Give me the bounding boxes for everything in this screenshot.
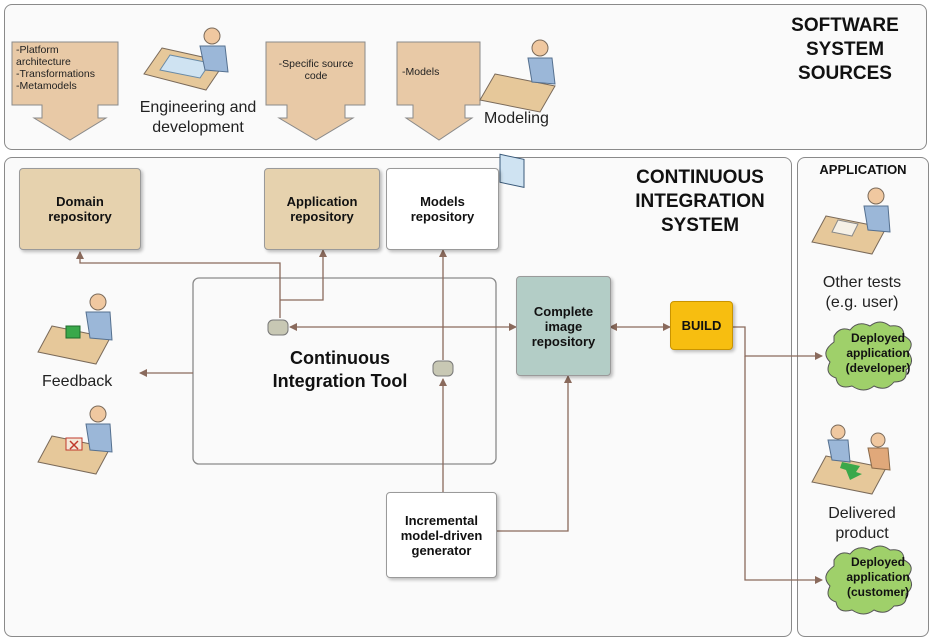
- callout-platform-shape: [11, 41, 119, 141]
- callout-source-code: -Specific source code: [278, 58, 354, 82]
- other-tests-label: Other tests (e.g. user): [822, 274, 902, 311]
- arrow-app-repo: [280, 249, 327, 301]
- delivery-icon: [811, 424, 891, 495]
- ci-title: CONTINUOUS INTEGRATION SYSTEM: [635, 167, 765, 236]
- callout-models: -Models: [402, 66, 440, 78]
- sources-title: SOFTWARE SYSTEM SOURCES: [791, 15, 899, 84]
- application-title: APPLICATION: [819, 162, 907, 177]
- arrow-build-dev: [733, 326, 823, 360]
- modeler-icon: [479, 39, 556, 188]
- deployed-customer-cloud[interactable]: Deployed application (customer): [846, 555, 910, 599]
- cloud-dev-shape: [825, 321, 912, 391]
- modeling-label: Modeling: [484, 110, 549, 127]
- arrow-generator-complete: [497, 375, 572, 532]
- arrow-build-customer: [744, 356, 823, 584]
- callout-models-shape: [396, 41, 481, 141]
- engineering-label: Engineering and development: [139, 99, 257, 136]
- build-box[interactable]: BUILD: [670, 301, 733, 350]
- feedback-label: Feedback: [42, 373, 113, 390]
- arrow-domain-repo: [76, 251, 281, 318]
- engineer-icon: [143, 27, 229, 91]
- cloud-customer-shape: [825, 545, 912, 615]
- feedback-top-icon: [37, 293, 113, 365]
- delivered-product-label: Delivered product: [828, 505, 896, 542]
- ci-tool-frame: [192, 277, 497, 465]
- feedback-bottom-icon: [37, 405, 113, 475]
- ci-tool-label: Continuous Integration Tool: [272, 348, 408, 391]
- tool-node-1: [267, 319, 289, 336]
- callout-source-shape: [265, 41, 366, 141]
- deployed-developer-cloud[interactable]: Deployed application (developer): [845, 331, 911, 375]
- tool-node-2: [432, 360, 454, 377]
- callout-platform: -Platform architecture -Transformations …: [16, 44, 95, 92]
- tester-icon: [811, 187, 891, 255]
